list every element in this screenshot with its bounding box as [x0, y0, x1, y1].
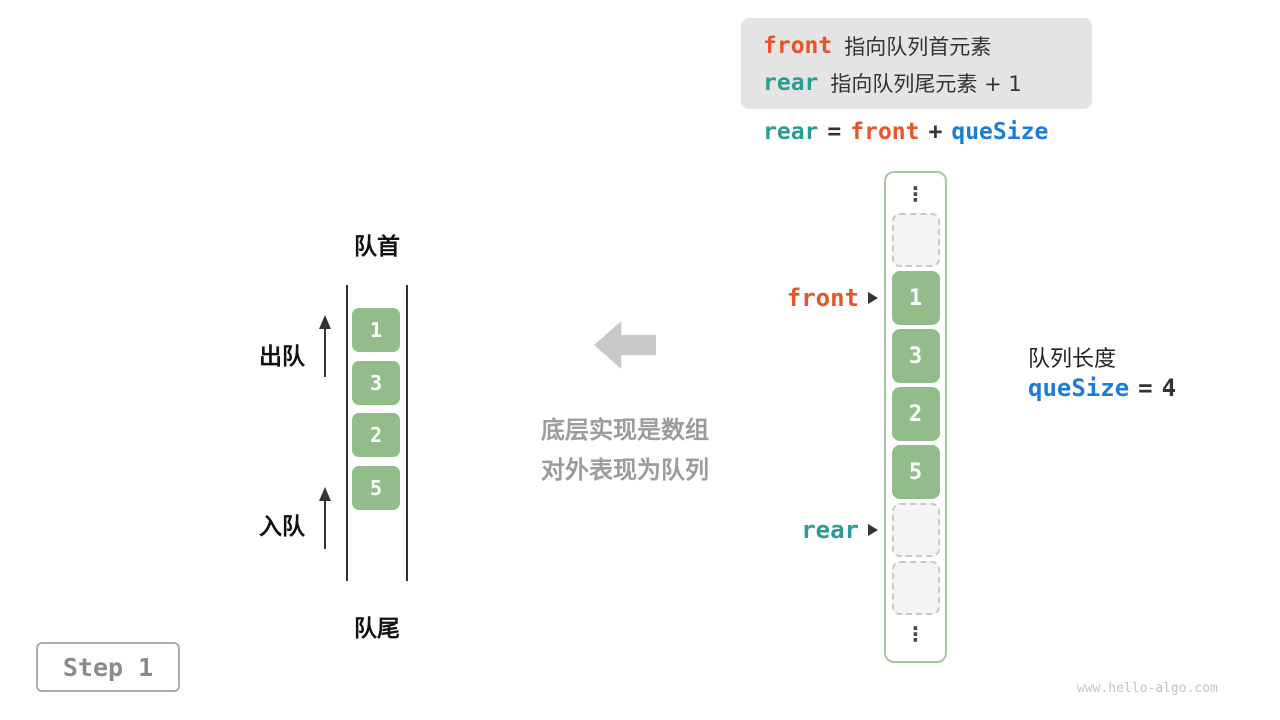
- front-pointer: front: [730, 284, 878, 312]
- front-pointer-arrow-icon: [868, 292, 878, 304]
- rear-pointer-label: rear: [801, 516, 859, 544]
- rear-description: 指向队列尾元素 + 1: [830, 71, 1022, 96]
- middle-caption: 底层实现是数组 对外表现为队列: [500, 410, 750, 490]
- legend-line-rear: rear 指向队列尾元素 + 1: [763, 64, 1092, 101]
- enqueue-arrow-icon: [319, 487, 331, 549]
- rear-pointer: rear: [730, 516, 878, 544]
- pointer-formula: rear = front + queSize: [763, 119, 1048, 145]
- queue-wall-left: [346, 285, 348, 581]
- enqueue-label: 入队: [259, 514, 305, 540]
- legend-box: front 指向队列首元素 rear 指向队列尾元素 + 1: [741, 18, 1092, 109]
- queue-cell: 1: [352, 308, 400, 352]
- quesize-value: 4: [1161, 374, 1177, 402]
- array-cell-empty: [891, 213, 940, 267]
- queue-rear-label: 队尾: [354, 616, 400, 642]
- array-cell: 2: [891, 387, 940, 441]
- queue-cell: 3: [352, 361, 400, 405]
- ellipsis-top-icon: ⋮: [905, 182, 926, 206]
- quesize-equals: =: [1138, 374, 1153, 402]
- formula-quesize: queSize: [951, 119, 1049, 145]
- quesize-value-line: queSize = 4: [1028, 374, 1176, 402]
- rear-pointer-arrow-icon: [868, 524, 878, 536]
- array-cell: 5: [891, 445, 940, 499]
- dequeue-arrow-icon: [319, 315, 331, 377]
- caption-line2: 对外表现为队列: [541, 456, 709, 484]
- formula-plus: +: [928, 119, 943, 145]
- queue-front-label: 队首: [354, 234, 400, 260]
- left-block-arrow-icon: [594, 321, 656, 369]
- front-pointer-label: front: [786, 284, 859, 312]
- queue-length-label: 队列长度: [1028, 347, 1117, 372]
- ellipsis-bottom-icon: ⋮: [905, 622, 926, 646]
- dequeue-label: 出队: [259, 344, 305, 370]
- front-description: 指向队列首元素: [844, 34, 992, 59]
- queue-cell: 5: [352, 466, 400, 510]
- rear-keyword: rear: [763, 69, 819, 96]
- legend-line-front: front 指向队列首元素: [763, 27, 1092, 64]
- array-cell: 1: [891, 271, 940, 325]
- watermark: www.hello-algo.com: [1077, 681, 1218, 696]
- array-container: ⋮ 1 3 2 5 ⋮: [884, 171, 947, 663]
- array-cell: 3: [891, 329, 940, 383]
- formula-equals: =: [827, 119, 842, 145]
- quesize-keyword: queSize: [1028, 374, 1130, 402]
- formula-rear: rear: [763, 119, 819, 145]
- array-cell-empty-rear: [891, 503, 940, 557]
- array-cell-empty: [891, 561, 940, 615]
- step-badge: Step 1: [36, 642, 180, 692]
- caption-line1: 底层实现是数组: [541, 416, 709, 444]
- queue-cell: 2: [352, 413, 400, 457]
- formula-front: front: [850, 119, 920, 145]
- front-keyword: front: [763, 32, 833, 59]
- queue-wall-right: [406, 285, 408, 581]
